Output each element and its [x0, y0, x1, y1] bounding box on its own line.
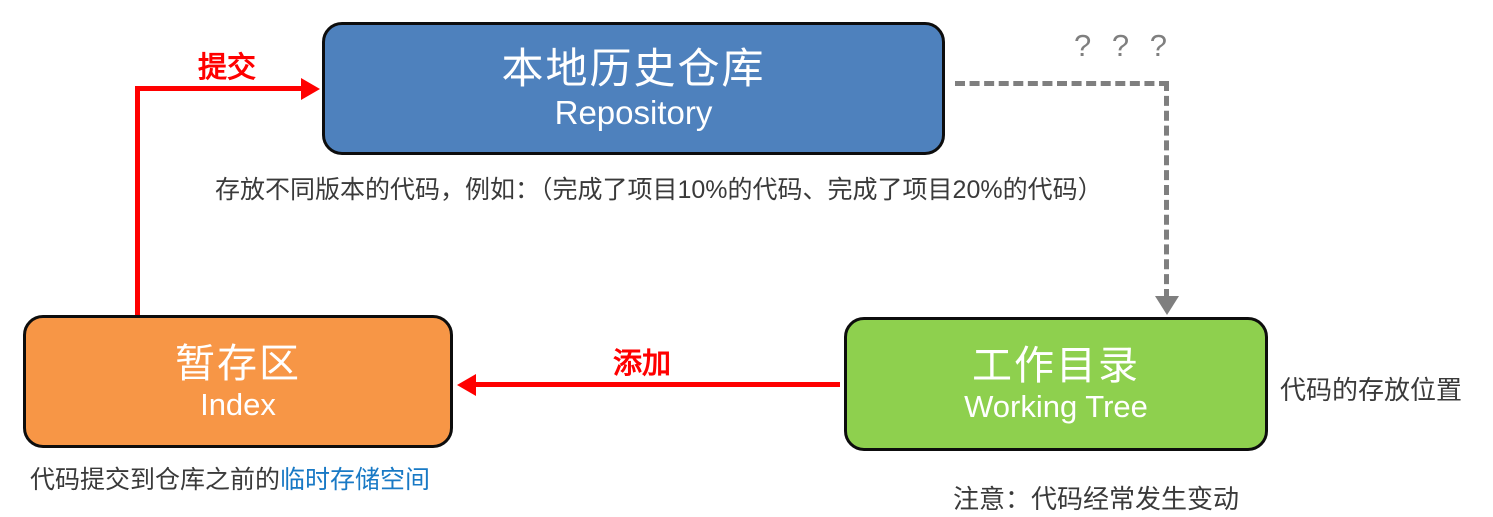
- repository-box: 本地历史仓库 Repository: [322, 22, 945, 155]
- index-subtitle: Index: [200, 386, 276, 422]
- repository-title: 本地历史仓库: [501, 45, 766, 93]
- add-arrow-head-icon: [457, 373, 476, 396]
- working-tree-subtitle: Working Tree: [964, 389, 1148, 425]
- index-note-prefix: 代码提交到仓库之前的: [30, 466, 281, 494]
- index-box: 暂存区 Index: [23, 315, 453, 448]
- working-tree-box: 工作目录 Working Tree: [844, 317, 1268, 451]
- commit-arrow-horizontal-line: [135, 86, 303, 91]
- unknown-arrow-label: ? ? ?: [1074, 28, 1173, 63]
- unknown-arrow-head-icon: [1154, 296, 1179, 315]
- repository-subtitle: Repository: [554, 93, 713, 131]
- working-tree-warning: 注意：代码经常发生变动: [953, 484, 1240, 514]
- working-tree-title: 工作目录: [972, 344, 1140, 389]
- unknown-arrow-vertical-dashed-line: [1164, 81, 1169, 299]
- commit-arrow-head-icon: [301, 77, 320, 100]
- index-note-highlight: 临时存储空间: [280, 466, 431, 494]
- repository-note: 存放不同版本的代码，例如：（完成了项目10%的代码、完成了项目20%的代码）: [215, 176, 1103, 204]
- index-note: 代码提交到仓库之前的临时存储空间: [30, 460, 430, 496]
- working-tree-note: 代码的存放位置: [1280, 375, 1463, 405]
- commit-arrow-vertical-line: [135, 86, 140, 315]
- add-arrow-label: 添加: [613, 348, 672, 380]
- commit-arrow-label: 提交: [198, 52, 257, 84]
- index-title: 暂存区: [175, 341, 301, 386]
- unknown-arrow-horizontal-dashed-line: [955, 81, 1169, 86]
- add-arrow-horizontal-line: [474, 382, 840, 387]
